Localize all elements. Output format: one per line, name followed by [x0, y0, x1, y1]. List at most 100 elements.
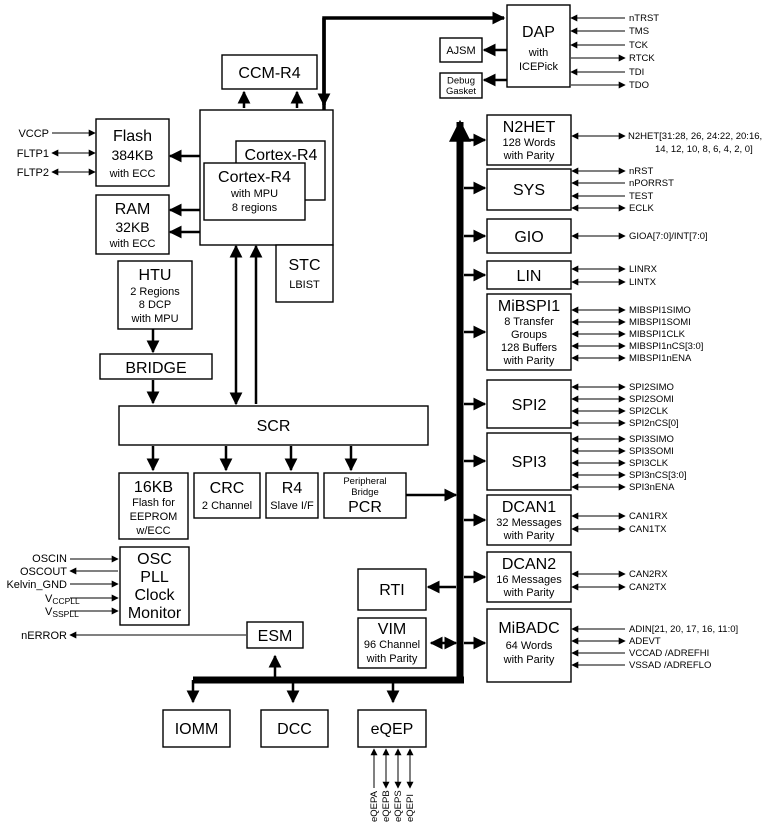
svg-text:MiBADC: MiBADC	[498, 620, 559, 637]
svg-text:Debug: Debug	[447, 76, 475, 87]
svg-text:CAN1RX: CAN1RX	[629, 511, 668, 522]
svg-text:2 Channel: 2 Channel	[202, 500, 252, 512]
spi2-signals: SPI2SIMO SPI2SOMI SPI2CLK SPI2nCS[0]	[571, 382, 679, 429]
spi2-block: SPI2	[486, 379, 572, 429]
svg-text:Peripheral: Peripheral	[343, 476, 386, 487]
svg-text:SYS: SYS	[513, 182, 545, 199]
svg-text:TDO: TDO	[629, 80, 649, 91]
svg-text:SPI2SIMO: SPI2SIMO	[629, 382, 674, 393]
svg-text:EEPROM: EEPROM	[130, 511, 178, 523]
svg-text:DCAN2: DCAN2	[502, 556, 556, 573]
svg-text:R4: R4	[282, 480, 303, 497]
svg-text:OSCIN: OSCIN	[32, 553, 67, 565]
svg-text:Bridge: Bridge	[351, 487, 378, 498]
svg-text:N2HET: N2HET	[503, 119, 556, 136]
rti-block: RTI	[357, 568, 427, 611]
svg-text:with MPU: with MPU	[230, 188, 278, 200]
svg-text:Monitor: Monitor	[128, 605, 182, 622]
svg-text:DCAN1: DCAN1	[502, 499, 556, 516]
svg-text:SPI3nENA: SPI3nENA	[629, 482, 675, 493]
eqep-block: eQEP	[357, 709, 427, 748]
svg-text:eQEPA: eQEPA	[369, 790, 380, 822]
svg-text:TEST: TEST	[629, 191, 653, 202]
dcan2-block: DCAN2 16 Messages with Parity	[486, 551, 572, 603]
svg-text:N2HET[31:28, 26, 24:22, 20:16,: N2HET[31:28, 26, 24:22, 20:16,	[628, 131, 762, 142]
peripheral-bus	[186, 119, 471, 704]
bus-taps	[406, 133, 487, 650]
svg-text:DAP: DAP	[522, 24, 555, 41]
svg-text:OSC: OSC	[137, 551, 172, 568]
htu-block: HTU 2 Regions 8 DCP with MPU	[117, 260, 193, 330]
svg-text:Groups: Groups	[511, 329, 548, 341]
svg-text:SPI3SIMO: SPI3SIMO	[629, 434, 674, 445]
svg-text:with Parity: with Parity	[503, 587, 555, 599]
svg-text:128 Words: 128 Words	[503, 137, 556, 149]
r4-slave-block: R4 Slave I/F	[265, 472, 319, 519]
svg-text:CAN2TX: CAN2TX	[629, 582, 667, 593]
pcr-block: Peripheral Bridge PCR	[323, 472, 407, 519]
svg-text:nERROR: nERROR	[21, 630, 67, 642]
svg-text:SPI2CLK: SPI2CLK	[629, 406, 669, 417]
svg-text:SPI3CLK: SPI3CLK	[629, 458, 669, 469]
mibspi1-block: MiBSPI1 8 Transfer Groups 128 Buffers wi…	[486, 293, 572, 371]
svg-text:with ECC: with ECC	[109, 168, 156, 180]
ccm-r4-block: CCM-R4	[221, 54, 318, 90]
vccpll-label: VCCPLL	[45, 593, 80, 606]
cpu-connections	[146, 11, 507, 472]
svg-text:MIBSPI1nCS[3:0]: MIBSPI1nCS[3:0]	[629, 341, 703, 352]
svg-text:SPI2: SPI2	[512, 397, 547, 414]
gio-block: GIO	[486, 218, 572, 254]
dap-block: DAP with ICEPick	[506, 4, 571, 88]
dcc-block: DCC	[260, 709, 329, 748]
svg-text:with Parity: with Parity	[503, 355, 555, 367]
svg-text:ICEPick: ICEPick	[519, 61, 559, 73]
svg-text:with Parity: with Parity	[503, 150, 555, 162]
iomm-block: IOMM	[162, 709, 231, 748]
svg-text:RTI: RTI	[379, 582, 404, 599]
mibadc-signals: ADIN[21, 20, 17, 16, 11:0] ADEVT VCCAD /…	[571, 624, 738, 671]
svg-text:MiBSPI1: MiBSPI1	[498, 298, 560, 315]
esm-block: ESM	[246, 621, 304, 649]
eqep-signals: eQEPA eQEPB eQEPS eQEPI	[369, 748, 416, 822]
stc-lbist-block: STC LBIST	[275, 244, 334, 303]
svg-text:8 Transfer: 8 Transfer	[504, 316, 554, 328]
osc-signals: OSCIN OSCOUT Kelvin_GND VCCPLL VSSPLL	[6, 553, 119, 619]
svg-text:96 Channel: 96 Channel	[364, 639, 420, 651]
svg-text:OSCOUT: OSCOUT	[20, 566, 67, 578]
svg-text:nPORRST: nPORRST	[629, 178, 674, 189]
mibspi1-signals: MIBSPI1SIMO MIBSPI1SOMI MIBSPI1CLK MIBSP…	[571, 305, 703, 364]
svg-text:8 DCP: 8 DCP	[139, 299, 171, 311]
svg-text:RTCK: RTCK	[629, 53, 655, 64]
svg-text:LBIST: LBIST	[289, 279, 320, 291]
svg-text:ESM: ESM	[258, 628, 293, 645]
svg-text:with MPU: with MPU	[130, 313, 178, 325]
svg-text:TCK: TCK	[629, 40, 649, 51]
svg-text:Cortex-R4: Cortex-R4	[218, 169, 291, 186]
n2het-block: N2HET 128 Words with Parity	[486, 114, 572, 166]
crc-block: CRC 2 Channel	[193, 472, 261, 519]
esm-signals: nERROR	[21, 630, 246, 642]
vim-block: VIM 96 Channel with Parity	[357, 617, 427, 669]
svg-text:ADEVT: ADEVT	[629, 636, 661, 647]
svg-text:GIOA[7:0]/INT[7:0]: GIOA[7:0]/INT[7:0]	[629, 231, 708, 242]
svg-text:Flash: Flash	[113, 128, 152, 145]
sys-signals: nRST nPORRST TEST ECLK	[571, 166, 674, 214]
svg-text:Cortex-R4: Cortex-R4	[245, 147, 318, 164]
svg-text:384KB: 384KB	[111, 147, 153, 163]
svg-text:LINTX: LINTX	[629, 277, 657, 288]
lin-block: LIN	[486, 260, 572, 290]
svg-text:DCC: DCC	[277, 721, 312, 738]
svg-text:PCR: PCR	[348, 499, 382, 516]
svg-text:STC: STC	[289, 257, 321, 274]
scr-block: SCR	[118, 405, 429, 446]
svg-text:PLL: PLL	[140, 569, 169, 586]
dap-signals: nTRST TMS TCK RTCK TDI TDO	[570, 13, 659, 91]
svg-text:FLTP2: FLTP2	[17, 167, 49, 179]
svg-text:Clock: Clock	[134, 587, 175, 604]
gio-signals: GIOA[7:0]/INT[7:0]	[571, 231, 708, 242]
svg-text:CCM-R4: CCM-R4	[238, 65, 300, 82]
svg-text:eQEPI: eQEPI	[405, 794, 416, 822]
svg-text:FLTP1: FLTP1	[17, 148, 49, 160]
svg-text:SPI3nCS[3:0]: SPI3nCS[3:0]	[629, 470, 687, 481]
